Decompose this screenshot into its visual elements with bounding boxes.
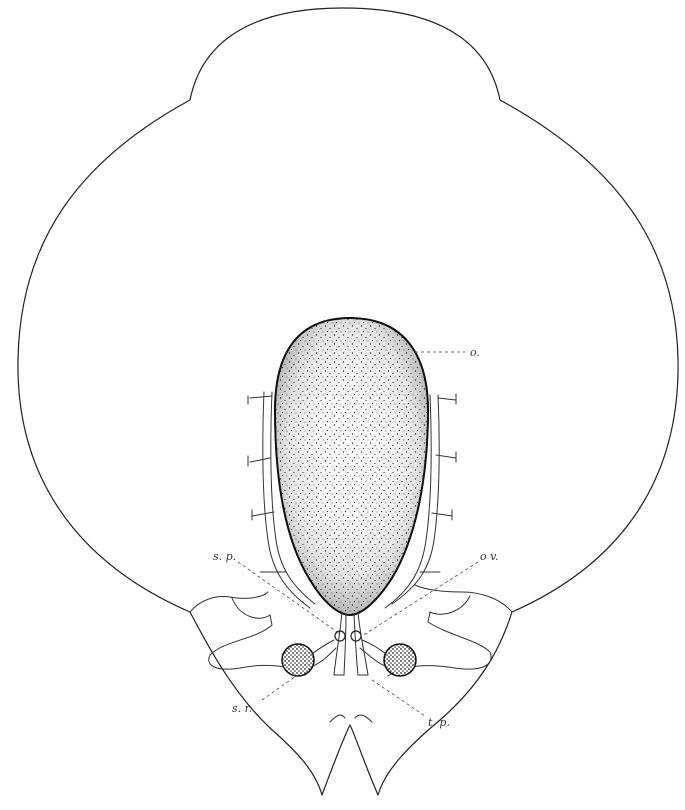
label-oviduct: o v.: [480, 550, 499, 563]
left-receptacle-duct: [312, 640, 336, 666]
ovary: [275, 318, 428, 615]
flap-right: [415, 585, 512, 612]
central-tube-left: [334, 612, 346, 675]
seminal-receptacle-left: [282, 644, 314, 676]
leader-seminal-receptacle: [262, 676, 296, 700]
spermatheca-right: [351, 631, 361, 641]
seminal-receptacle-right: [384, 644, 416, 676]
bottom-notch: [330, 715, 372, 722]
label-seminal-receptacle: s. r.: [232, 702, 252, 715]
leader-tube: [372, 680, 425, 716]
label-spermatheca: s. p.: [213, 550, 236, 563]
label-tube: t. p.: [428, 716, 450, 729]
central-tube-right: [354, 612, 368, 675]
flap-left: [190, 592, 268, 612]
label-ovary: o.: [470, 346, 480, 359]
